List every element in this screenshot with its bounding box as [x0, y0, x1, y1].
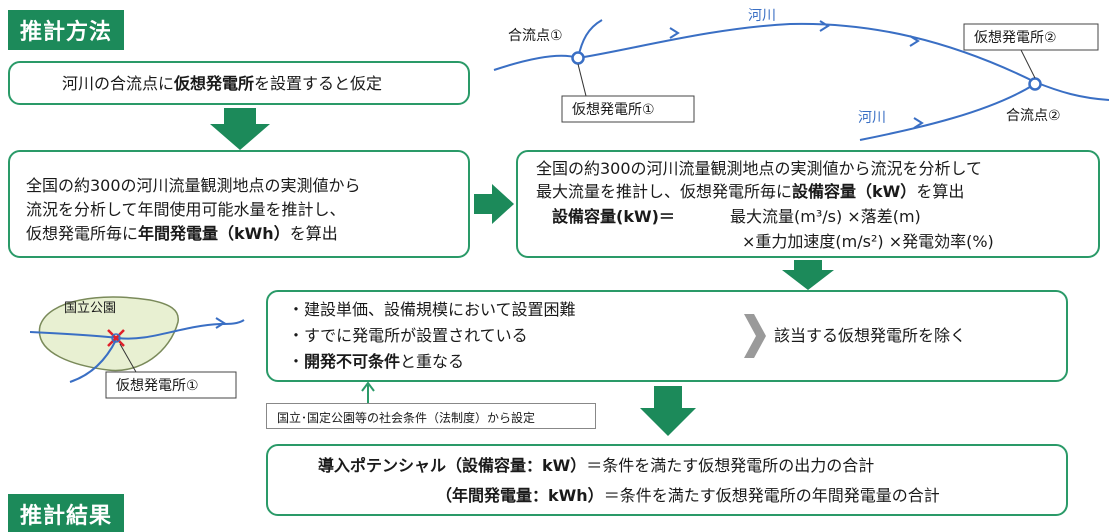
exclusion-item3-c: と重なる [400, 352, 465, 371]
step3-line2: 最大流量を推計し、仮想発電所毎に設備容量（kW）を算出 [536, 180, 964, 204]
exclusion-result: 該当する仮想発電所を除く [774, 326, 967, 345]
exclusion-item3: ・開発不可条件と重なる [288, 350, 464, 374]
step3-line2-a: 最大流量を推計し、仮想発電所毎に [536, 182, 793, 201]
step2-line1: 全国の約300の河川流量観測地点の実測値から [26, 176, 361, 195]
potential-line1: 導入ポテンシャル（設備容量：kW）＝条件を満たす仮想発電所の出力の合計 [318, 454, 874, 478]
confluence-2-marker [1028, 77, 1042, 91]
national-park-area [38, 296, 179, 372]
step2-line3-a: 仮想発電所毎に [26, 224, 139, 243]
step1-box: 河川の合流点に仮想発電所を設置すると仮定 [8, 61, 470, 105]
confluence-1-marker [571, 51, 585, 65]
excluded-x-icon [107, 329, 125, 347]
potential-box: 導入ポテンシャル（設備容量：kW）＝条件を満たす仮想発電所の出力の合計 （年間発… [266, 444, 1068, 516]
potential-line2-label: （年間発電量：kWh） [436, 486, 604, 505]
arrow-down-2 [782, 260, 834, 290]
step2-line2: 流況を分析して年間使用可能水量を推計し、 [26, 200, 346, 219]
exclusion-item3-a: ・ [288, 352, 305, 371]
step2-line3-c: を算出 [289, 224, 338, 243]
section-result-tag: 推計結果 [8, 494, 125, 532]
plant-1-label: 仮想発電所① [572, 102, 655, 118]
note-text: 国立･国定公園等の社会条件（法制度）から設定 [277, 411, 536, 425]
step2-box: 全国の約300の河川流量観測地点の実測値から 流況を分析して年間使用可能水量を推… [8, 150, 470, 258]
potential-line2: （年間発電量：kWh）＝条件を満たす仮想発電所の年間発電量の合計 [436, 484, 940, 508]
river-map: 合流点① 河川 河川 合流点② 仮想発電所① 仮想発電所② [493, 8, 1109, 141]
tributary-2 [859, 83, 1036, 141]
park-river [30, 319, 245, 340]
exclusion-item1: ・建設単価、設備規模において設置困難 [288, 300, 576, 319]
arrow-down-3 [640, 386, 696, 436]
confluence-1-label: 合流点① [508, 28, 563, 44]
plant-1-callout [561, 95, 695, 123]
river-label-1: 河川 [748, 8, 776, 24]
arrow-up-thin [361, 381, 375, 405]
formula-label: 設備容量(kW)＝ [552, 207, 675, 226]
step1-text: 河川の合流点に仮想発電所を設置すると仮定 [62, 72, 382, 96]
step3-line2-c: を算出 [916, 182, 965, 201]
step3-line2-b: 設備容量（kW） [792, 182, 917, 201]
park-tributary [69, 339, 117, 383]
park-plant-label: 仮想発電所① [116, 378, 199, 394]
potential-line1-label: 導入ポテンシャル（設備容量：kW） [318, 456, 587, 475]
exclusion-chevron-icon [744, 314, 766, 358]
step3-line1: 全国の約300の河川流量観測地点の実測値から流況を分析して [536, 159, 983, 178]
arrow-right [474, 184, 514, 224]
step2-line3-b: 年間発電量（kWh） [138, 224, 290, 243]
plant-2-callout [963, 23, 1099, 51]
potential-line2-desc: ＝条件を満たす仮想発電所の年間発電量の合計 [603, 486, 940, 505]
park-plant-callout [105, 371, 237, 399]
formula-line2: ×重力加速度(m/s²) ×発電効率(%) [742, 232, 994, 251]
plant-2-label: 仮想発電所② [974, 30, 1057, 46]
exclusion-box: ・建設単価、設備規模において設置困難 ・すでに発電所が設置されている ・開発不可… [266, 290, 1068, 382]
exclusion-item3-b: 開発不可条件 [304, 352, 401, 371]
step3-box: 全国の約300の河川流量観測地点の実測値から流況を分析して 最大流量を推計し、仮… [516, 150, 1100, 258]
park-map: 国立公園 仮想発電所① [30, 296, 245, 399]
exclusion-item2: ・すでに発電所が設置されている [288, 326, 528, 345]
step1-text-a: 河川の合流点に [62, 74, 175, 93]
formula-line1: 最大流量(m³/s) ×落差(m) [730, 207, 921, 226]
confluence-2-label: 合流点② [1006, 108, 1061, 124]
step1-text-c: を設置すると仮定 [254, 74, 383, 93]
section-method-tag: 推計方法 [8, 10, 125, 50]
step1-text-b: 仮想発電所 [174, 74, 255, 93]
arrow-down-1 [210, 108, 270, 150]
river-label-2: 河川 [858, 110, 886, 126]
step2-line3: 仮想発電所毎に年間発電量（kWh）を算出 [26, 222, 338, 246]
park-label: 国立公園 [64, 301, 116, 316]
note-box: 国立･国定公園等の社会条件（法制度）から設定 [266, 403, 596, 429]
potential-line1-desc: ＝条件を満たす仮想発電所の出力の合計 [586, 456, 875, 475]
